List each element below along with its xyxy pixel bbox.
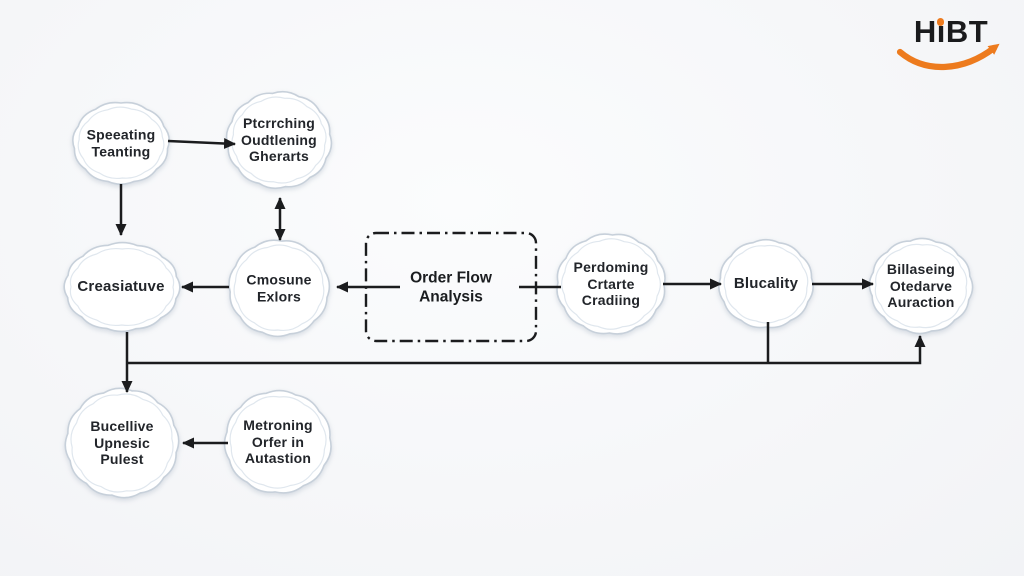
cloud-inner-outline	[874, 243, 968, 329]
logo-letters-bt: BT	[945, 14, 989, 49]
cloud-inner-outline	[723, 244, 809, 324]
logo-swoosh-icon	[896, 43, 1000, 71]
cloud-inner-outline	[70, 393, 174, 493]
cloud-shape	[63, 241, 181, 333]
cloud-shape	[223, 389, 332, 494]
cloud-shape	[72, 101, 170, 185]
cloud-shape	[718, 238, 814, 329]
cloud-shape	[868, 237, 974, 335]
flow-arrow	[127, 335, 926, 365]
cloud-inner-outline	[561, 238, 661, 330]
cloud-shape	[225, 90, 333, 190]
cloud-inner-outline	[229, 395, 327, 489]
cloud-inner-outline	[233, 244, 325, 332]
logo-letter-i: i	[936, 14, 946, 49]
logo: HiBT	[892, 16, 1010, 78]
cloud-nodes	[63, 90, 974, 499]
cloud-shape	[228, 239, 331, 338]
logo-letter-h: H	[913, 14, 937, 49]
cloud-inner-outline	[69, 247, 175, 327]
cloud-shape	[556, 233, 666, 335]
cloud-inner-outline	[77, 106, 165, 180]
logo-text: HiBT	[892, 16, 1010, 47]
cloud-shape	[64, 387, 180, 499]
cloud-inner-outline	[231, 96, 327, 184]
flow-arrow	[167, 138, 236, 150]
